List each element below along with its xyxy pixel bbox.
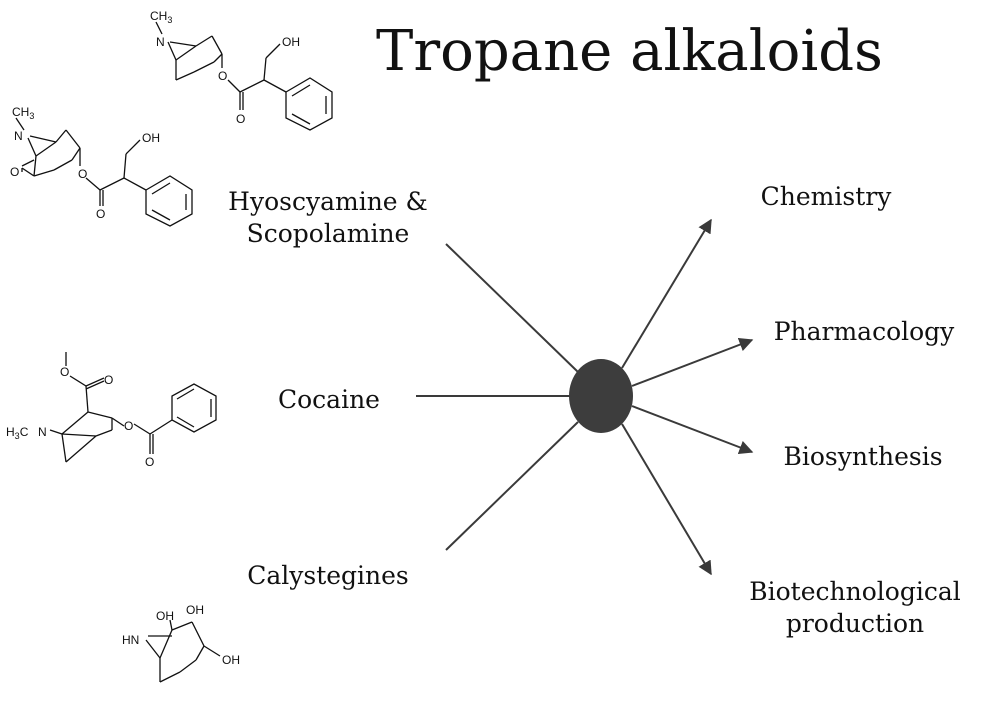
label-pharmacology: Pharmacology (773, 317, 955, 346)
label-hyoscyamine-line2: Scopolamine (246, 219, 410, 248)
cocaine-o-carbonyl1-label: O (104, 373, 113, 387)
hyo-ch3-label: CH3 (150, 9, 172, 25)
label-biotech-line1: Biotechnological (749, 577, 961, 606)
calystegine-oh3-label: OH (222, 653, 240, 667)
page-title: Tropane alkaloids (376, 19, 883, 84)
label-cocaine: Cocaine (278, 385, 380, 414)
arrow-chemistry (621, 218, 712, 369)
hyo-o-ester-label: O (218, 69, 227, 83)
cocaine-o-ester-label: O (124, 419, 133, 433)
scop-o-epoxide-label: O (10, 165, 19, 179)
scop-oh-label: OH (142, 131, 160, 145)
hyo-n-label: N (156, 35, 165, 49)
label-biosynthesis: Biosynthesis (783, 442, 943, 471)
label-biotech-line2: production (785, 609, 925, 638)
label-calystegines: Calystegines (247, 561, 409, 590)
label-hyoscyamine-line1: Hyoscyamine & (228, 187, 428, 216)
calystegine-oh2-label: OH (186, 603, 204, 617)
cocaine-o-methoxy-label: O (60, 365, 69, 379)
label-chemistry: Chemistry (760, 182, 892, 211)
arrow-biosynthesis (631, 405, 754, 455)
scop-ch3-label: CH3 (12, 105, 34, 121)
label-biotechnological-production: Biotechnological production (736, 576, 974, 640)
cocaine-n-label: N (38, 425, 47, 439)
scop-n-label: N (14, 129, 23, 143)
scop-o-carbonyl-label: O (96, 207, 105, 221)
calystegine-hn-label: HN (122, 633, 139, 647)
cocaine-o-carbonyl2-label: O (145, 455, 154, 469)
calystegine-oh1-label: OH (156, 609, 174, 623)
arrow-pharmacology (631, 337, 754, 387)
hyo-o-carbonyl-label: O (236, 112, 245, 126)
hyo-oh-label: OH (282, 35, 300, 49)
arrow-biotechnological-production (621, 423, 712, 576)
hub-node (569, 359, 633, 433)
connector-hyoscyamine (445, 243, 579, 373)
label-hyoscyamine-scopolamine: Hyoscyamine & Scopolamine (222, 186, 434, 250)
scop-o-ester-label: O (78, 167, 87, 181)
connector-calystegines (445, 421, 579, 551)
cocaine-h3c-label: H3C (6, 425, 29, 441)
